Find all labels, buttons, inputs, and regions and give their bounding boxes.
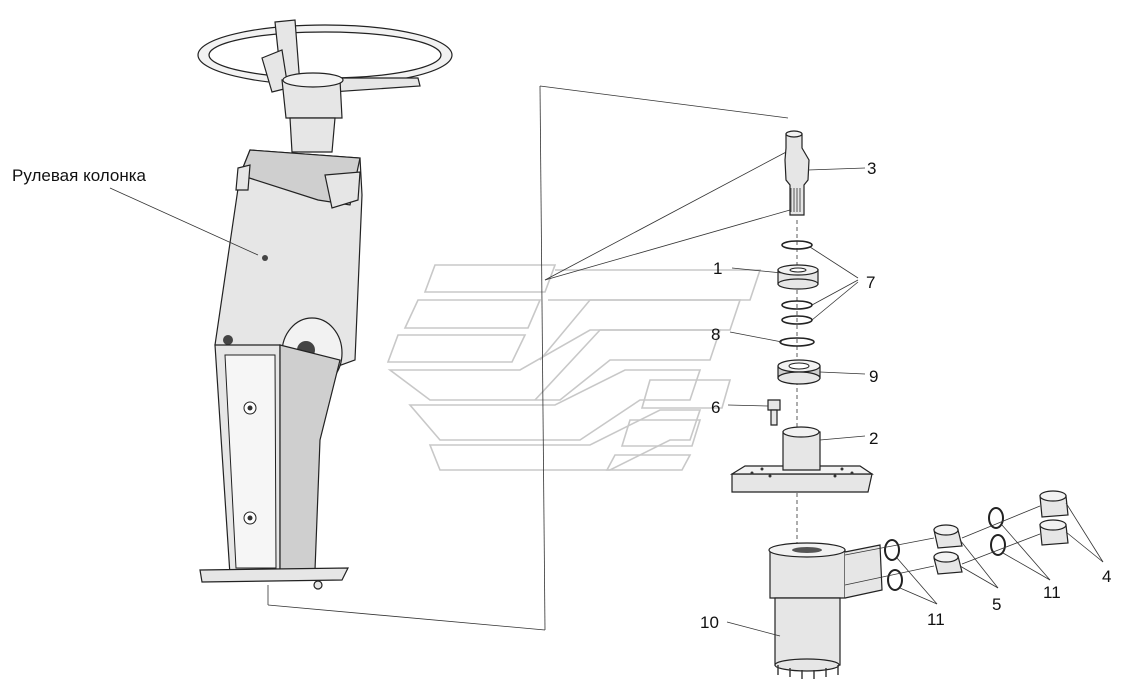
- part-2-flange: [729, 426, 874, 493]
- part-11-orings: [884, 507, 1006, 591]
- callout-6: 6: [711, 398, 720, 417]
- assembly-label: Рулевая колонка: [12, 166, 147, 185]
- assembly-label-leader: [109, 187, 259, 256]
- steering-column: [197, 19, 453, 590]
- callout-leaders: [726, 167, 1104, 637]
- part-9-bearing: [777, 359, 821, 385]
- part-1-bushing: [777, 264, 819, 290]
- callout-3: 3: [867, 159, 876, 178]
- callout-2: 2: [869, 429, 878, 448]
- callout-7: 7: [866, 273, 875, 292]
- callout-1: 1: [713, 259, 722, 278]
- callout-9: 9: [869, 367, 878, 386]
- part-5-fittings: [933, 524, 963, 575]
- callout-11-left: 11: [927, 610, 945, 629]
- part-10-pump: [768, 542, 883, 679]
- callout-10: 10: [700, 613, 719, 632]
- callout-8: 8: [711, 325, 720, 344]
- part-3-shaft: [784, 130, 810, 216]
- watermark-logo: [386, 264, 762, 471]
- callouts: 3 1 7 8 9 6 2 10 4 5 11 11: [700, 159, 1111, 632]
- callout-5: 5: [992, 595, 1001, 614]
- part-6-bolt: [767, 399, 781, 426]
- part-4-fittings: [1039, 490, 1069, 546]
- callout-4: 4: [1102, 567, 1111, 586]
- callout-11-right: 11: [1043, 583, 1061, 602]
